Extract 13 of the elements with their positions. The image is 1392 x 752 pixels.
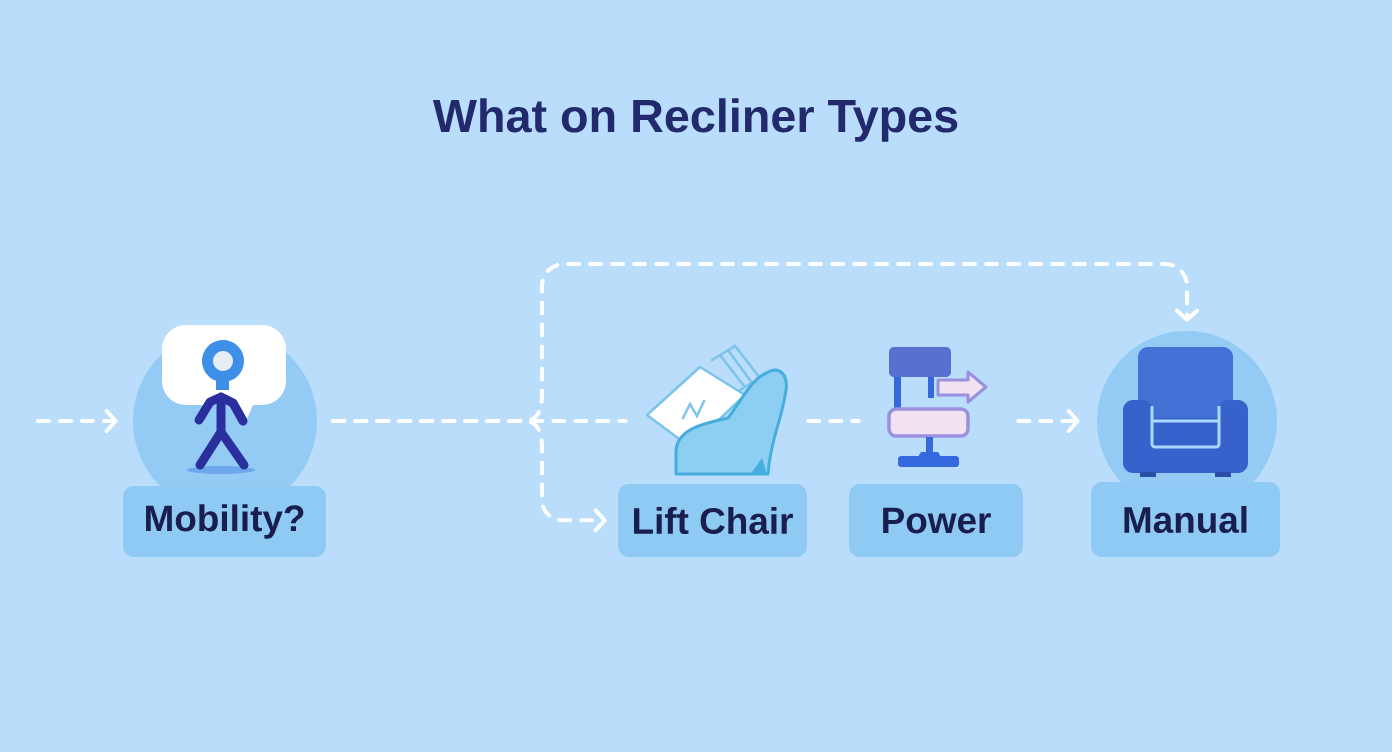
label-box: Manual [1091,482,1280,557]
label-box: Lift Chair [618,484,807,557]
title: What on Recliner Types [432,98,958,142]
node-label: Manual [1124,505,1247,534]
arrow [331,262,1199,423]
arrow [1016,409,1080,433]
connector-line [806,419,861,423]
label-box: Power [849,484,1023,557]
arrow [36,409,118,433]
node-label: Mobility? [146,504,304,539]
label-box: Mobility? [123,486,326,557]
chair-arrow-icon [887,347,988,467]
lift-chair-icon [645,344,788,476]
